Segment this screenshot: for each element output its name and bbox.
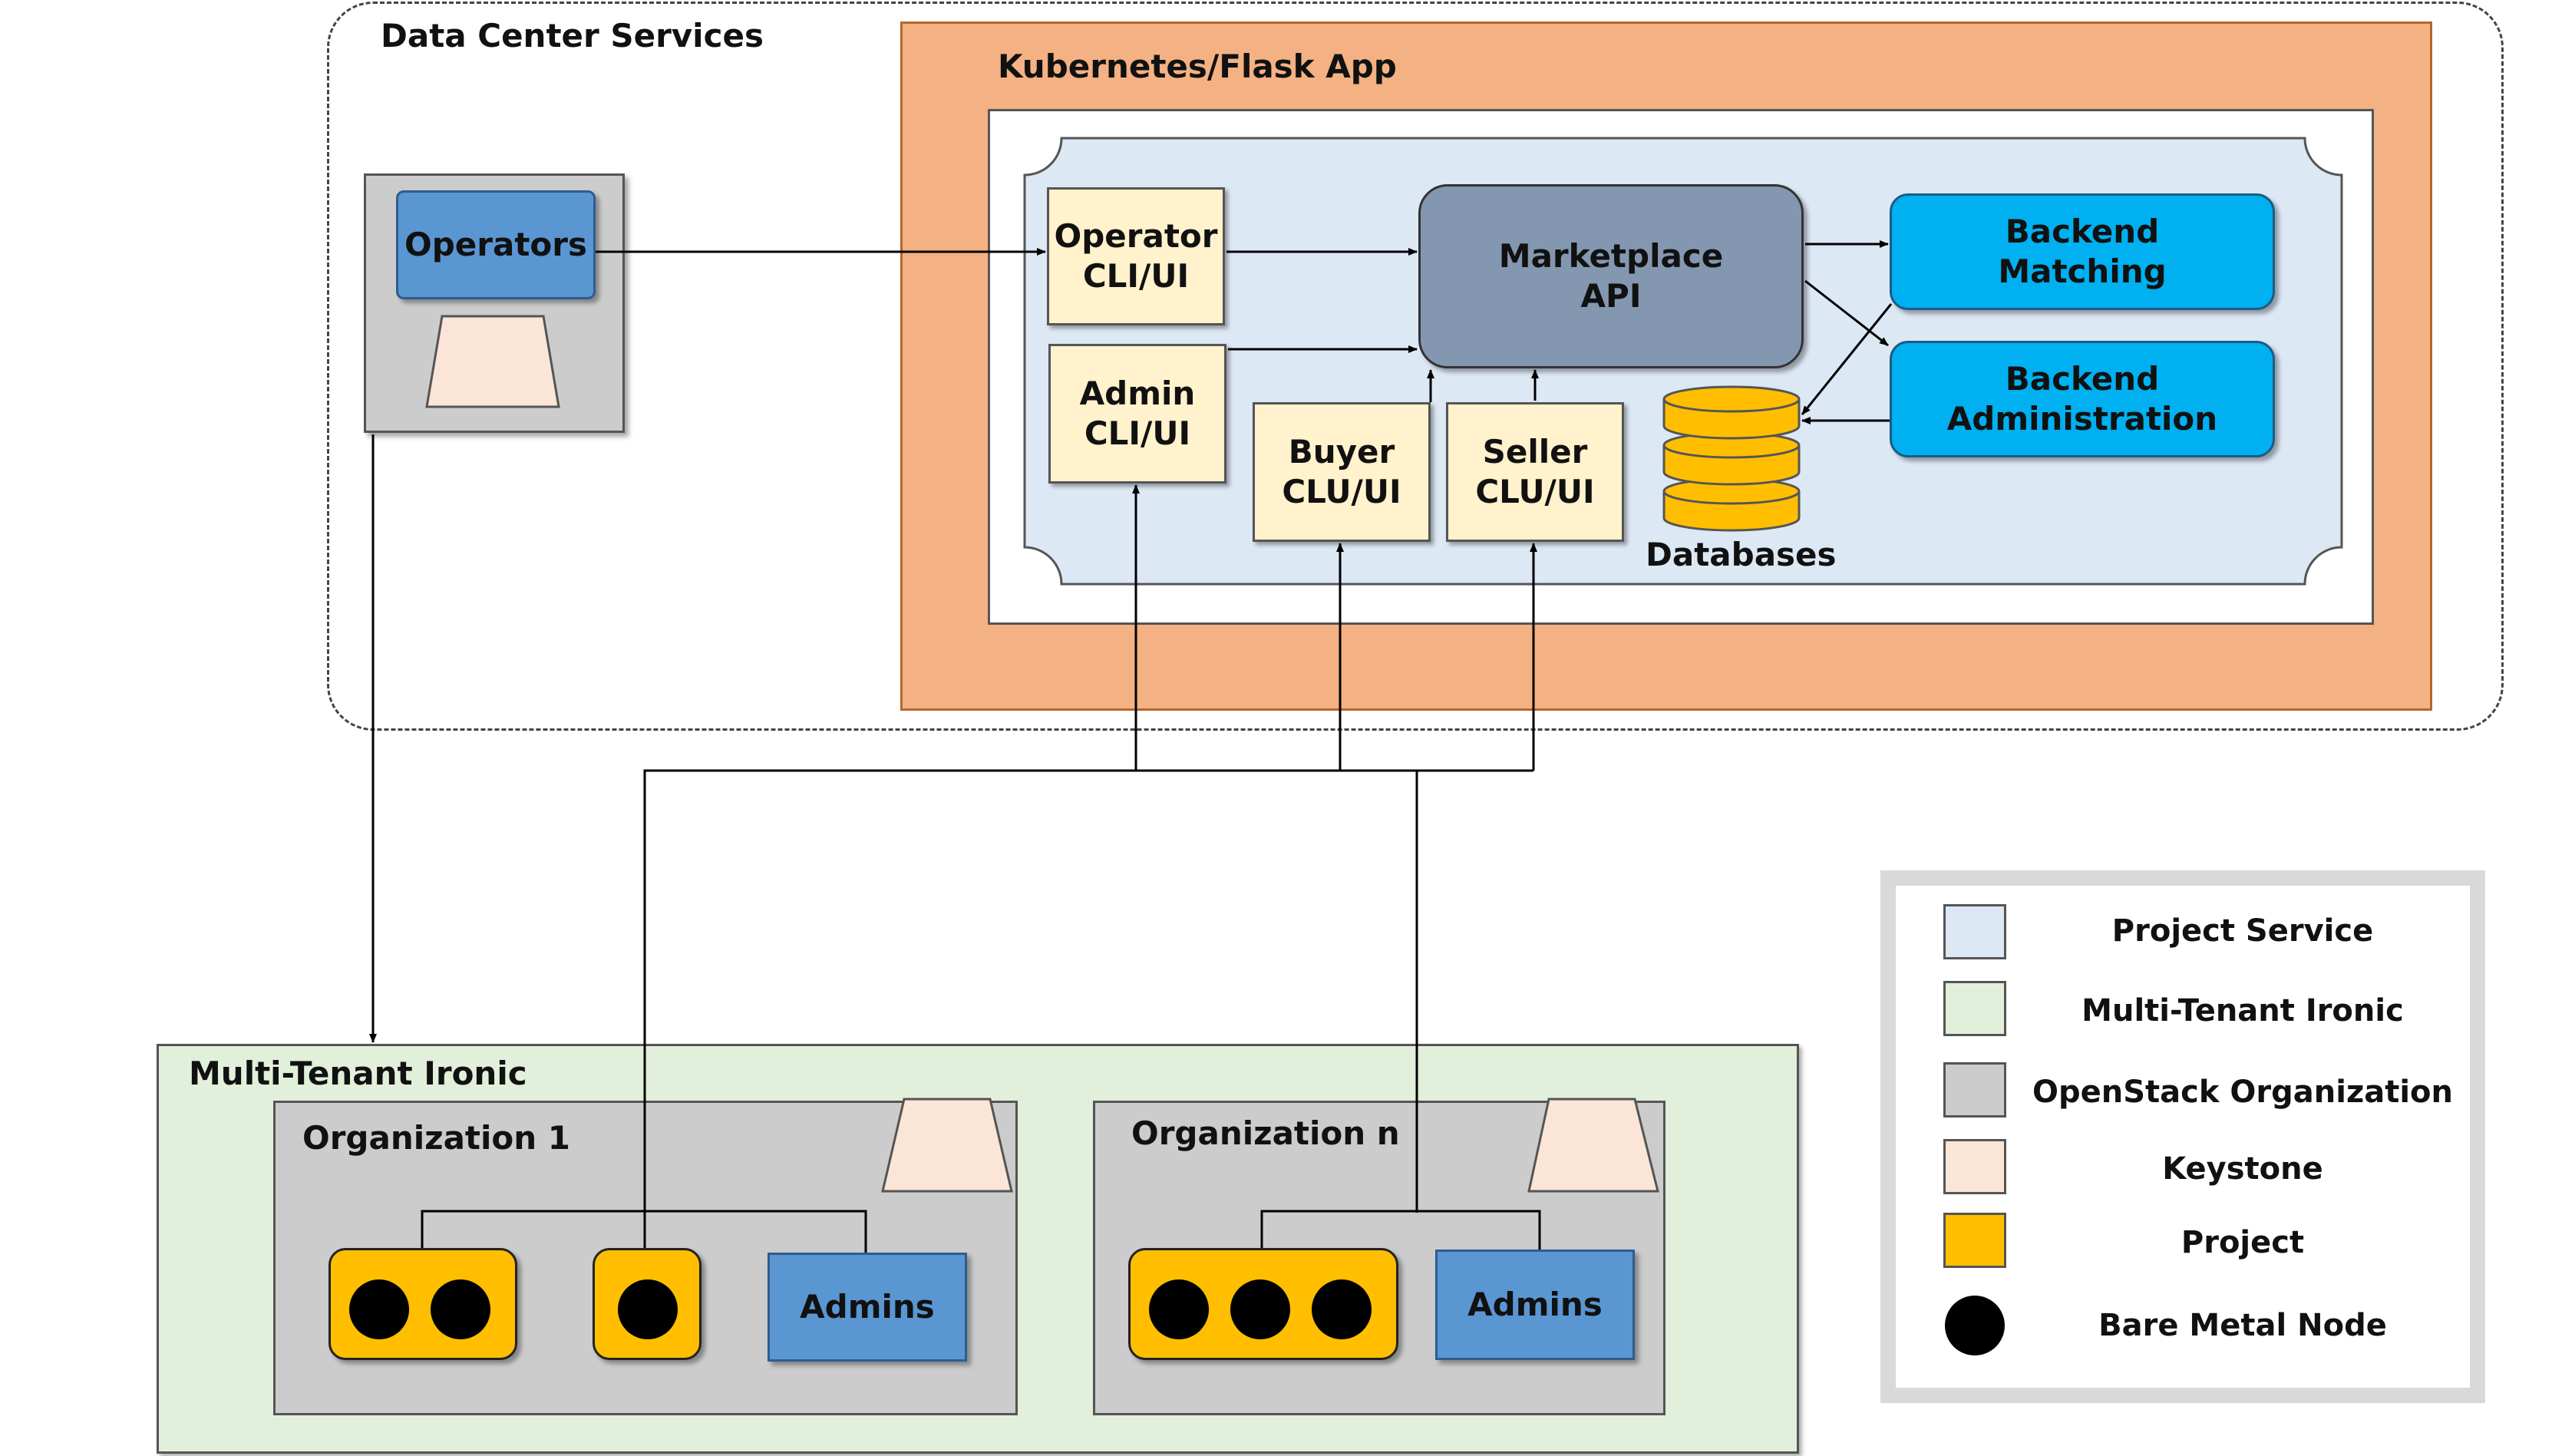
kubernetes-app-title: Kubernetes/Flask App [998, 48, 1397, 85]
org1-project-b[interactable] [593, 1248, 702, 1360]
org1-admins-box[interactable]: Admins [768, 1253, 967, 1362]
operators-label: Operators [404, 226, 587, 263]
legend-swatch-project [1943, 1213, 2006, 1268]
legend-swatch-openstack-organization [1943, 1062, 2006, 1118]
legend-label-project: Project [2180, 1225, 2305, 1260]
organization-n-title: Organization n [1131, 1114, 1400, 1152]
organization-1-title: Organization 1 [302, 1119, 570, 1157]
data-center-region [327, 2, 2504, 731]
seller-cli-line1: Seller [1482, 433, 1588, 470]
legend-label-bare-metal-node: Bare Metal Node [2098, 1308, 2387, 1343]
legend-label-keystone: Keystone [2162, 1151, 2323, 1187]
admin-cli-line2: CLI/UI [1084, 414, 1191, 452]
bare-metal-node [1230, 1279, 1290, 1339]
legend-swatch-project-service [1943, 904, 2006, 959]
org1-admins-label: Admins [800, 1288, 935, 1326]
orgn-admins-label: Admins [1467, 1286, 1603, 1323]
backend-matching-line2: Matching [1998, 253, 2167, 290]
backend-matching-line1: Backend [2005, 213, 2160, 250]
multi-tenant-ironic-title: Multi-Tenant Ironic [189, 1055, 527, 1092]
legend-swatch-keystone [1943, 1139, 2006, 1194]
orgn-admins-box[interactable]: Admins [1435, 1250, 1635, 1360]
legend-swatch-bare-metal-node [1945, 1296, 2005, 1355]
seller-cli-line2: CLU/UI [1475, 473, 1595, 510]
backend-matching-box[interactable]: Backend Matching [1890, 193, 2275, 310]
backend-administration-box[interactable]: Backend Administration [1890, 341, 2275, 457]
marketplace-api-box[interactable]: Marketplace API [1418, 184, 1804, 368]
bare-metal-node [431, 1279, 490, 1339]
buyer-cli-line1: Buyer [1288, 433, 1395, 470]
bare-metal-node [349, 1279, 409, 1339]
legend-label-multi-tenant-ironic: Multi-Tenant Ironic [2081, 993, 2404, 1028]
backend-administration-line1: Backend [2005, 360, 2160, 398]
bare-metal-node [618, 1279, 678, 1339]
data-center-title: Data Center Services [381, 17, 764, 54]
org1-project-a[interactable] [328, 1248, 517, 1360]
operator-cli-line1: Operator [1054, 217, 1218, 255]
orgn-project-a[interactable] [1128, 1248, 1398, 1360]
admin-cli-line1: Admin [1079, 375, 1196, 412]
seller-cli-box[interactable]: Seller CLU/UI [1446, 402, 1624, 542]
marketplace-api-line1: Marketplace [1498, 237, 1724, 275]
buyer-cli-box[interactable]: Buyer CLU/UI [1253, 402, 1431, 542]
marketplace-api-line2: API [1580, 277, 1642, 315]
legend-label-openstack-organization: OpenStack Organization [2032, 1075, 2454, 1110]
bare-metal-node [1312, 1279, 1372, 1339]
backend-administration-line2: Administration [1946, 400, 2218, 437]
legend-swatch-multi-tenant-ironic [1943, 981, 2006, 1036]
operator-cli-box[interactable]: Operator CLI/UI [1047, 187, 1225, 325]
admin-cli-box[interactable]: Admin CLI/UI [1048, 344, 1226, 484]
buyer-cli-line2: CLU/UI [1282, 473, 1401, 510]
bare-metal-node [1149, 1279, 1209, 1339]
databases-label: Databases [1646, 536, 1837, 573]
legend-label-project-service: Project Service [2111, 913, 2374, 949]
operator-cli-line2: CLI/UI [1082, 257, 1190, 295]
operators-box[interactable]: Operators [396, 190, 596, 299]
orgn-keystone-icon [1527, 1098, 1659, 1193]
org1-keystone-icon [881, 1098, 1013, 1193]
